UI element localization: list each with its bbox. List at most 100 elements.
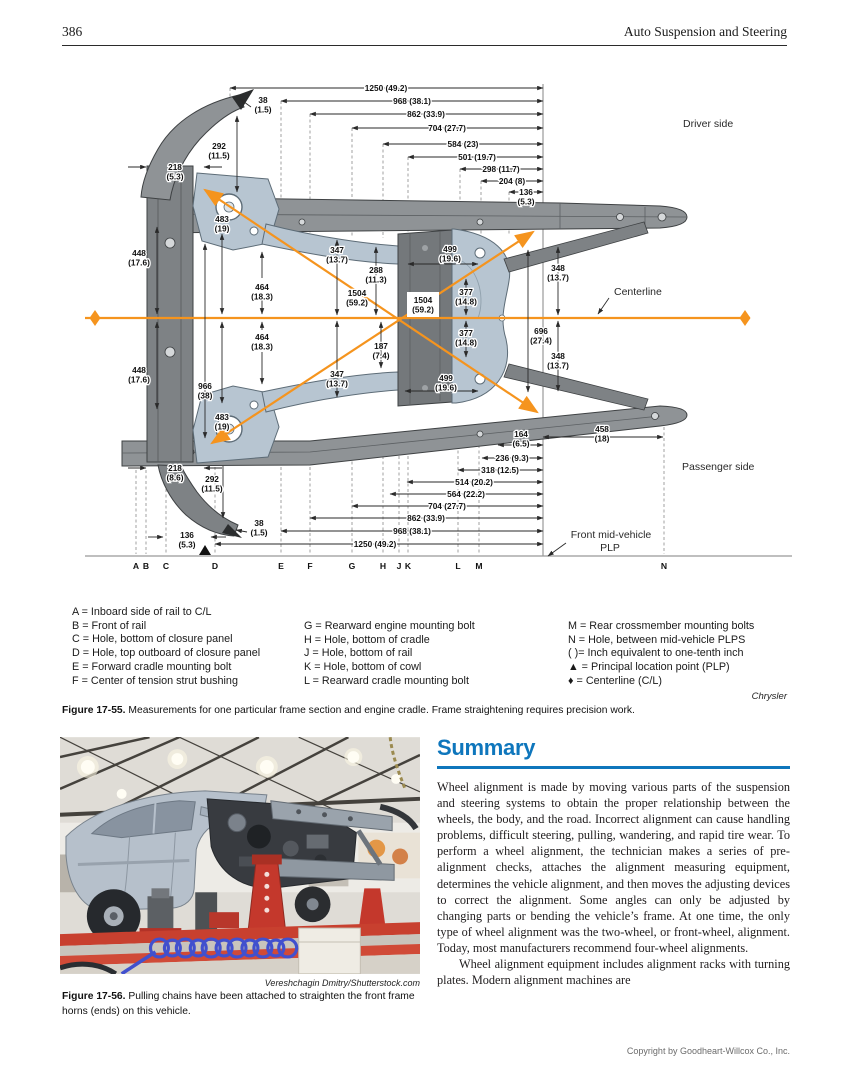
- point-letter: N: [661, 561, 667, 571]
- centerline-diamond-left: [89, 310, 101, 326]
- legend-item: ( )= Inch equivalent to one-tenth inch: [568, 647, 744, 660]
- dimension-label: 584 (23): [448, 139, 479, 149]
- plp-triangle-marker: [199, 545, 211, 555]
- point-letter: F: [307, 561, 312, 571]
- dimension-annotations: 1250 (49.2) 968 (38.1) 862 (33.9) 704 (27.7…: [127, 82, 664, 551]
- figure-17-55-credit: Chrysler: [751, 691, 787, 702]
- legend-item: ▲ = Principal location point (PLP): [568, 661, 730, 674]
- diagram-side-label: PLP: [600, 542, 620, 554]
- dimension-label: 862 (33.9): [407, 513, 445, 523]
- dimension-label: 499(19.6): [435, 373, 457, 393]
- point-letter: E: [278, 561, 284, 571]
- dark-hose: [60, 961, 118, 974]
- dimension-label: 288(11.3): [365, 265, 386, 285]
- dimension-label: 292(11.5): [201, 474, 222, 494]
- legend-item: E = Forward cradle mounting bolt: [72, 660, 232, 673]
- legend-item: H = Hole, bottom of cradle: [304, 633, 430, 646]
- dimension-label: 347(13.7): [326, 369, 348, 389]
- point-letter: G: [349, 561, 356, 571]
- dimension-label: 448(17.6): [128, 365, 150, 385]
- summary-paragraph-2: Wheel alignment equipment includes align…: [437, 957, 790, 988]
- dimension-label: 236 (9.3): [495, 453, 528, 463]
- legend-item: N = Hole, between mid-vehicle PLPS: [568, 633, 746, 646]
- legend-item: C = Hole, bottom of closure panel: [72, 633, 233, 646]
- frame-artwork: [121, 89, 688, 538]
- blue-coiled-hose: [120, 937, 299, 974]
- dimension-label: 38(1.5): [254, 95, 271, 115]
- diagram-side-label: Front mid-vehicle: [571, 529, 652, 541]
- legend-item: A = Inboard side of rail to C/L: [72, 606, 212, 618]
- legend-item: B = Front of rail: [72, 619, 147, 632]
- point-letter: C: [163, 561, 169, 571]
- point-letter: B: [143, 561, 149, 571]
- figure-17-55-caption-text: Measurements for one particular frame se…: [128, 705, 635, 716]
- dimension-label: 377(14.8): [455, 328, 477, 348]
- dimension-label: 514 (20.2): [455, 477, 493, 487]
- summary-body: Wheel alignment is made by moving variou…: [437, 779, 790, 988]
- summary-heading: Summary: [437, 735, 536, 760]
- legend-item: M = Rear crossmember mounting bolts: [568, 620, 755, 632]
- dimension-label: 136(5.3): [517, 187, 534, 207]
- figure-17-56-caption: Figure 17-56. Pulling chains have been a…: [62, 990, 420, 1019]
- legend-column-1: A = Inboard side of rail to C/L B = Fron…: [72, 606, 260, 688]
- frame-measurement-diagram: 1250 (49.2) 968 (38.1) 862 (33.9) 704 (27.7…: [85, 82, 792, 571]
- legend-item: D = Hole, top outboard of closure panel: [72, 647, 261, 660]
- dimension-label: 968 (38.1): [393, 526, 431, 536]
- page-number: 386: [62, 24, 83, 39]
- stripped-front-end: [206, 798, 419, 923]
- figure-17-56-caption-text: Pulling chains have been attached to str…: [62, 991, 415, 1017]
- legend-item: J = Hole, bottom of rail: [304, 647, 413, 660]
- diagram-side-label: Passenger side: [682, 461, 755, 473]
- point-letter: D: [212, 561, 218, 571]
- point-letter: H: [380, 561, 386, 571]
- dimension-label: 348(13.7): [547, 351, 569, 371]
- dimension-label: 348(13.7): [547, 263, 569, 283]
- dimension-label: 1504(59.2): [346, 288, 368, 308]
- dimension-label: 448(17.6): [128, 248, 150, 268]
- dimension-label: 704 (27.7): [428, 501, 466, 511]
- figure-17-56-label: Figure 17-56.: [62, 991, 126, 1002]
- figure-17-56-photo: [60, 737, 420, 974]
- dimension-label: 1250 (49.2): [365, 83, 408, 93]
- legend-column-2: G = Rearward engine mounting bolt H = Ho…: [304, 620, 475, 689]
- legend-item: K = Hole, bottom of cowl: [304, 661, 422, 674]
- point-letter: K: [405, 561, 412, 571]
- ceiling-lamps: [76, 748, 402, 799]
- pulling-chain: [388, 737, 407, 790]
- legend-item: L = Rearward cradle mounting bolt: [304, 674, 469, 687]
- dimension-label: 458(18): [595, 424, 610, 444]
- diagram-side-label: Driver side: [683, 118, 733, 130]
- legend-item: F = Center of tension strut bushing: [72, 674, 238, 687]
- dimension-label: 377(14.8): [455, 287, 477, 307]
- header-rule: [62, 45, 787, 46]
- centerline-and-diagonals: [85, 188, 751, 445]
- centerline-diamond-right: [739, 310, 751, 326]
- legend-item: ♦ = Centerline (C/L): [568, 674, 663, 687]
- point-letter: A: [133, 561, 139, 571]
- dimension-label: 136(5.3): [178, 530, 195, 550]
- front-vertical-member: [146, 165, 194, 463]
- dimension-label: 483(19): [215, 412, 230, 432]
- copyright-footer: Copyright by Goodheart-Willcox Co., Inc.: [626, 1046, 790, 1056]
- dimension-label: 483(19): [215, 214, 230, 234]
- dimension-label: 696(27.4): [530, 326, 552, 346]
- dimension-label: 1504(59.2): [412, 295, 434, 315]
- dimension-label: 704 (27.7): [428, 123, 466, 133]
- summary-rule: [437, 766, 790, 769]
- summary-paragraph-1: Wheel alignment is made by moving variou…: [437, 780, 790, 955]
- dimension-label: 966(38): [198, 381, 213, 401]
- dimension-label: 318 (12.5): [481, 465, 519, 475]
- dimension-label: 187(7.4): [372, 341, 389, 361]
- dimension-label: 347(13.7): [326, 245, 348, 265]
- legend-item: G = Rearward engine mounting bolt: [304, 620, 475, 632]
- dimension-label: 501 (19.7): [458, 152, 496, 162]
- dimension-label: 298 (11.7): [482, 164, 520, 174]
- point-letter: L: [455, 561, 460, 571]
- dimension-label: 164(6.5): [512, 429, 529, 449]
- dimension-label: 464(18.3): [251, 282, 273, 302]
- dimension-label: 862 (33.9): [407, 109, 445, 119]
- leader-arrows: [199, 297, 610, 557]
- legend-column-3: M = Rear crossmember mounting bolts N = …: [568, 620, 754, 689]
